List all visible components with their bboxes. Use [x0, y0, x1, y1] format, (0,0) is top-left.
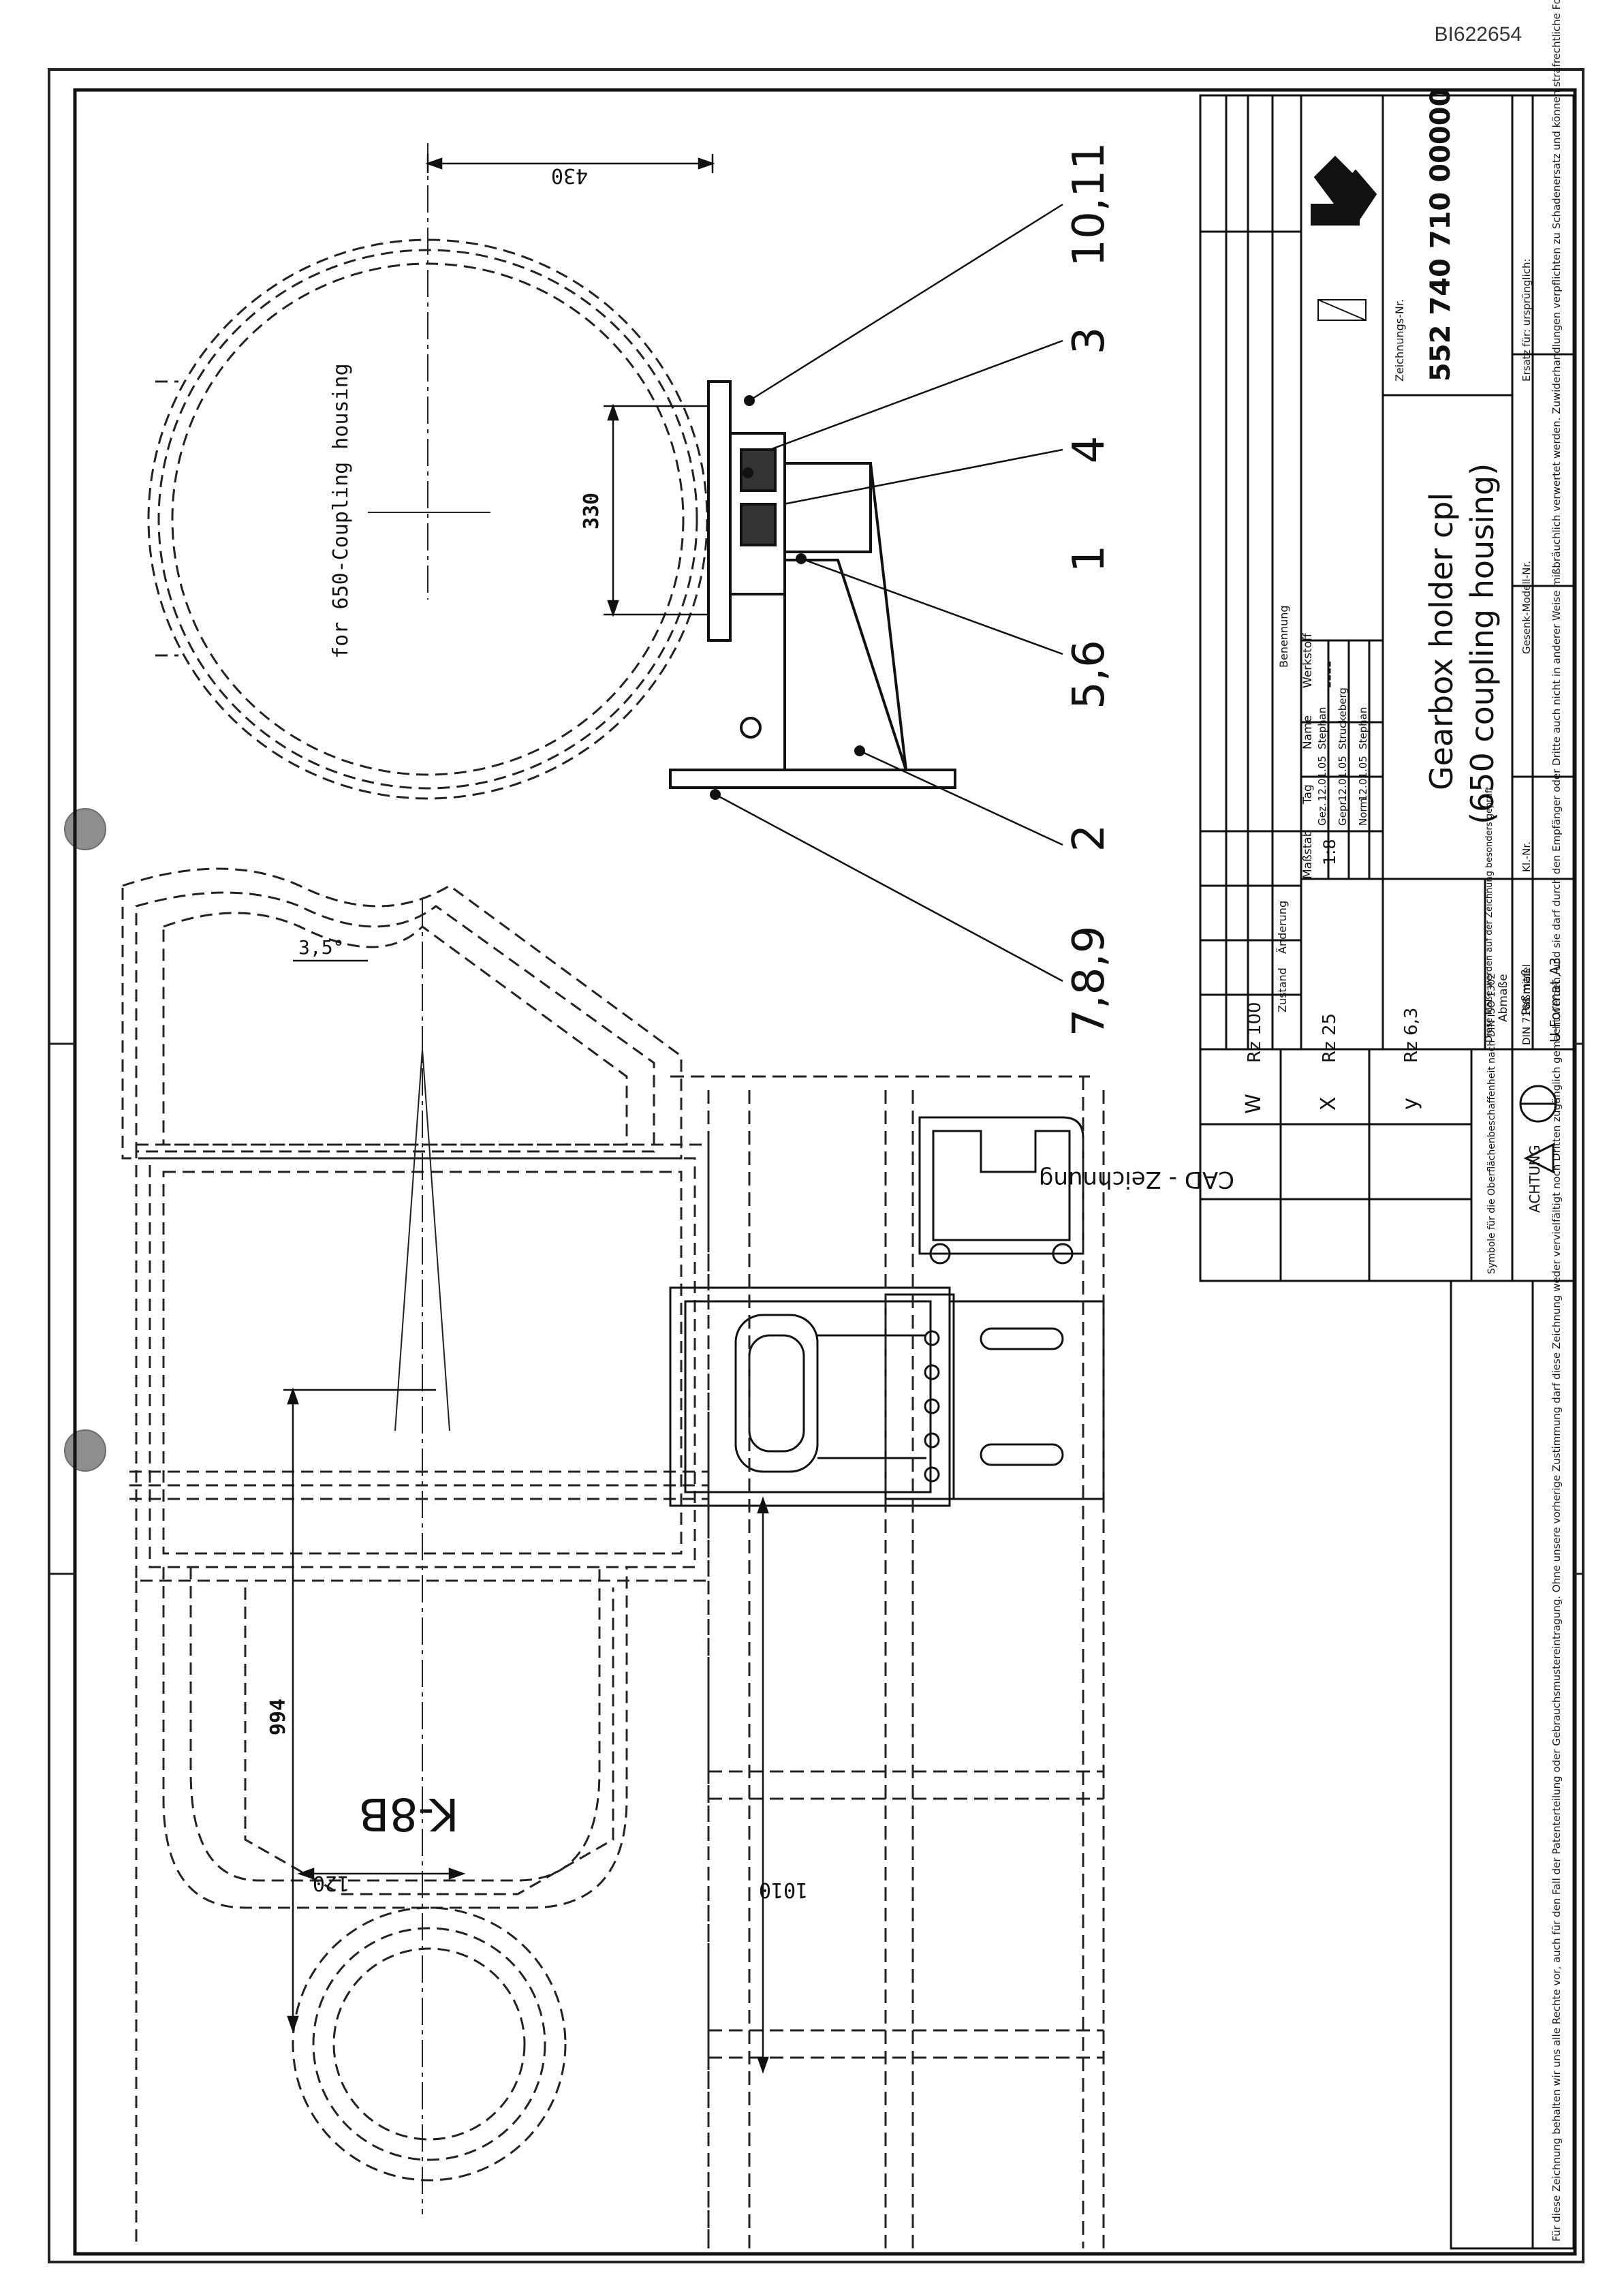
- massstab-value: 1:8: [1320, 839, 1339, 865]
- surface-x-value: Rz 25: [1320, 1013, 1340, 1063]
- surface-symbols: W Rz 100 X Rz 25 y Rz 6,3 Symbole für di…: [1039, 973, 1543, 1274]
- warning-icon: [1519, 1085, 1557, 1174]
- row-gez-name: Stephan: [1316, 707, 1328, 749]
- outer-border: [48, 68, 1584, 2263]
- part-number-3: 3: [1064, 327, 1114, 355]
- cad-label: CAD - Zeichnung: [1039, 1166, 1234, 1193]
- row-norm-name: Stephan: [1357, 707, 1369, 749]
- part-number-7-8-9: 7,8,9: [1064, 926, 1114, 1037]
- row-norm-date: 12.01.05: [1357, 756, 1369, 801]
- dim-430: [425, 154, 715, 173]
- zustand-label: Zustand: [1276, 967, 1289, 1012]
- ersatz-label: Ersatz für: ursprünglich:: [1520, 258, 1533, 382]
- part-leaders: [715, 203, 1063, 982]
- drawing-number-label: Zeichnungs-Nr.: [1393, 299, 1406, 382]
- dim-angle-label: 3,5°: [298, 936, 344, 959]
- part-number-10-11: 10,11: [1064, 142, 1114, 266]
- gearbox-mount: [669, 1116, 1105, 1507]
- row-gepr-date: 12.01.05: [1337, 756, 1349, 801]
- row-norm-label: Norm: [1357, 798, 1369, 826]
- inner-border: [73, 88, 1577, 2256]
- gearbox-holder-bracket: [669, 380, 956, 800]
- row-gepr-label: Gepr.: [1337, 799, 1349, 826]
- din-note: DIN 7168 mittel: [1520, 964, 1533, 1045]
- title-line-2: (650 coupling housing): [1464, 463, 1501, 824]
- dim-330: [604, 403, 708, 617]
- part-number-5-6: 5,6: [1064, 640, 1114, 709]
- aenderung-label: Änderung: [1276, 901, 1289, 954]
- dim-430-label: 430: [551, 164, 588, 187]
- part-number-2: 2: [1064, 824, 1114, 852]
- frame-rails: [670, 1075, 1105, 2248]
- dim-120-label: 120: [313, 1871, 349, 1895]
- copyright-note: Für diese Zeichnung behalten wir uns all…: [1550, 0, 1563, 2242]
- title-block-frame: [1199, 94, 1575, 2250]
- part-number-4: 4: [1064, 436, 1114, 464]
- surface-w-value: Rz 100: [1245, 1002, 1265, 1063]
- abmasse-label: Abmaße: [1497, 974, 1510, 1022]
- head-tag: Tag: [1301, 784, 1315, 805]
- part-number-labels: 10,11 3 4 1 5,6 2 7,8,9: [1064, 142, 1114, 1036]
- surface-w-letter: W: [1242, 1094, 1266, 1114]
- passmass-label: Paßmaß: [1520, 969, 1533, 1015]
- punch-hole-lower: [64, 1429, 106, 1472]
- u-format: U-Format A3: [1547, 957, 1563, 1042]
- kl-nr: Kl.-Nr.: [1520, 841, 1533, 872]
- row-gez-label: Gez.: [1316, 803, 1328, 826]
- row-gepr-name: Struckeberg: [1337, 687, 1349, 749]
- werkstoff-label: Werkstoff: [1301, 632, 1315, 688]
- werkstoff-value: ----: [1317, 661, 1340, 688]
- model-label: K-8B: [358, 1788, 458, 1840]
- dim-120: [297, 1868, 466, 1880]
- gearbox-body-view: [121, 867, 710, 2248]
- row-gez-date: 12.01.05: [1316, 756, 1328, 801]
- head-name: Name: [1301, 715, 1315, 749]
- dim-1010: [757, 1496, 769, 2074]
- benennung-label: Benennung: [1277, 605, 1290, 668]
- drawing-number: 552 740 710 00000: [1425, 88, 1456, 382]
- surface-x-letter: X: [1317, 1097, 1341, 1111]
- gearbox-axis: [394, 899, 450, 2214]
- punch-hole-upper: [64, 808, 106, 850]
- abmasse-note: Diese Maße werden auf der Zeichnung beso…: [1484, 787, 1495, 1042]
- massstab-label: Maßstab: [1301, 829, 1315, 879]
- center-lines: [368, 143, 490, 600]
- surface-y-letter: y: [1399, 1098, 1422, 1110]
- dim-330-label: 330: [580, 493, 604, 529]
- dim-994-label: 994: [266, 1699, 290, 1735]
- achtung-label: ACHTUNG: [1527, 1145, 1543, 1213]
- surface-caption: Symbole für die Oberflächenbeschaffenhei…: [1486, 973, 1497, 1274]
- company-logo: [1311, 155, 1377, 321]
- surface-y-value: Rz 6,3: [1401, 1008, 1422, 1063]
- dim-1010-label: 1010: [759, 1878, 808, 1902]
- document-id: BI622654: [1434, 23, 1522, 46]
- coupling-housing-label: for 650-Coupling housing: [329, 363, 353, 658]
- dim-994: [283, 1387, 436, 2033]
- title-line-1: Gearbox holder cpl: [1423, 493, 1460, 790]
- title-block-texts: Zustand Änderung Benennung Werkstoff ---…: [1276, 88, 1563, 1045]
- gesenk-label: Gesenk-Modell-Nr.: [1520, 561, 1533, 654]
- part-number-1: 1: [1064, 545, 1114, 573]
